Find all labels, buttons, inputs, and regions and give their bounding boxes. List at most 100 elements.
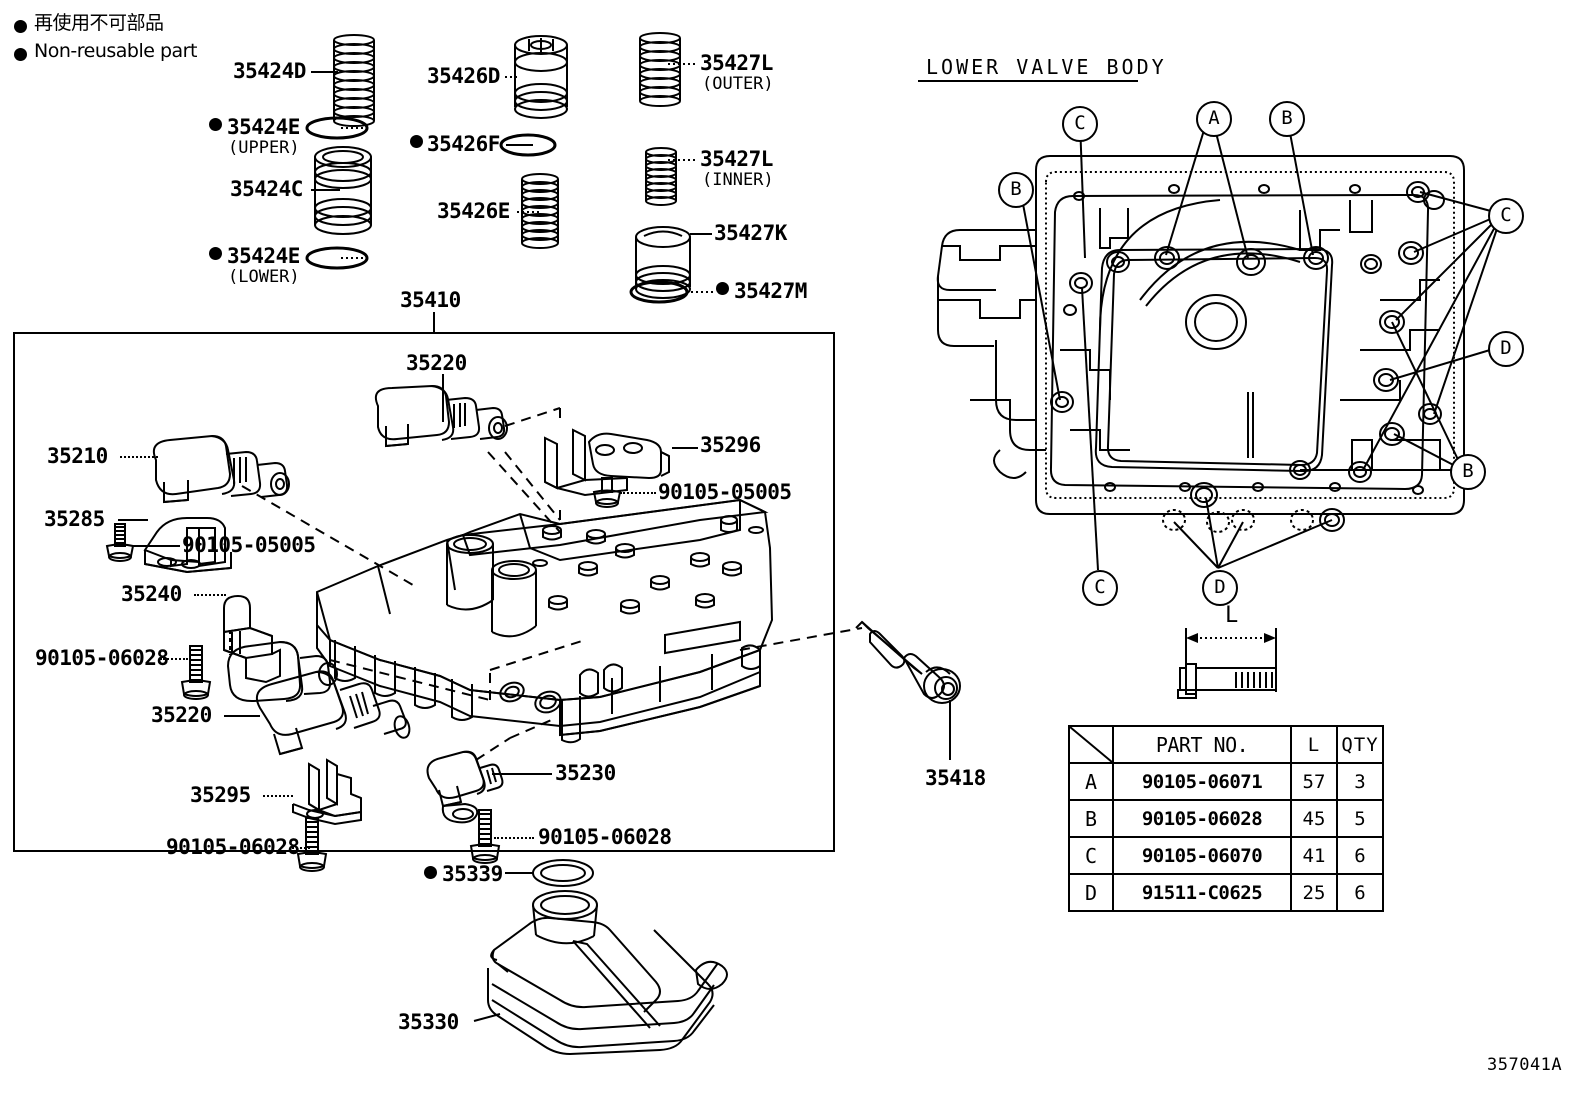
part-label-35427L-outer[interactable]: 35427L (700, 51, 773, 75)
table-cell-qty: 5 (1336, 799, 1384, 838)
leader-90105-06028-1 (160, 658, 188, 660)
spring-35426E (521, 173, 559, 249)
leader-90105-06028-2 (292, 847, 310, 849)
part-label-35426E[interactable]: 35426E (437, 199, 510, 223)
table-cell-l: 41 (1290, 836, 1338, 875)
nonreusable-dot-35424E-upper (209, 118, 222, 131)
part-label-35424E-upper[interactable]: 35424E (227, 115, 300, 139)
part-label-90105-06028-1[interactable]: 90105-06028 (35, 646, 169, 670)
table-row[interactable]: D 91511-C0625 25 6 (1068, 873, 1384, 912)
callout-D-bottom[interactable]: D (1202, 570, 1238, 606)
spring-35424D (333, 34, 375, 127)
part-label-35424D[interactable]: 35424D (233, 59, 306, 83)
part-label-35427M[interactable]: 35427M (734, 279, 807, 303)
valve-35426D (514, 35, 568, 119)
table-header-qty: QTY (1336, 725, 1384, 764)
bolt-dimension-drawing (1177, 628, 1277, 699)
spring-35427L-outer (639, 32, 681, 107)
table-cell-key: A (1068, 762, 1114, 801)
table-cell-part-no: 91511-C0625 (1112, 873, 1292, 912)
part-label-35424E-lower[interactable]: 35424E (227, 244, 300, 268)
table-cell-part-no: 90105-06028 (1112, 799, 1292, 838)
part-label-35418[interactable]: 35418 (925, 766, 986, 790)
nonreusable-dot-35427M (716, 282, 729, 295)
leader-90105-05005-left (132, 545, 180, 547)
table-row[interactable]: C 90105-06070 41 6 (1068, 836, 1384, 875)
bolt-length-label: L (1225, 603, 1238, 628)
part-label-35210[interactable]: 35210 (47, 444, 108, 468)
part-label-90105-06028-2[interactable]: 90105-06028 (166, 835, 300, 859)
nonreusable-dot-35424E-lower (209, 247, 222, 260)
leader-35285 (118, 519, 148, 521)
leader-35210 (120, 456, 158, 458)
part-label-35240[interactable]: 35240 (121, 582, 182, 606)
callout-B-top[interactable]: B (1269, 101, 1305, 137)
diagram-id: 357041A (1487, 1055, 1563, 1075)
leader-35220-bottom (224, 715, 260, 717)
oring-35424E-lower (305, 246, 369, 270)
sleeve-35424C (314, 146, 372, 235)
table-row[interactable]: A 90105-06071 57 3 (1068, 762, 1384, 801)
table-corner-cell (1068, 725, 1114, 764)
leader-35296 (672, 447, 698, 449)
callout-C-top-left[interactable]: C (1062, 106, 1098, 142)
callout-D-right[interactable]: D (1488, 331, 1524, 367)
callout-C-right[interactable]: C (1488, 198, 1524, 234)
part-sublabel-35424E-upper: (UPPER) (228, 138, 300, 158)
oring-35426F (499, 133, 557, 157)
part-label-35295[interactable]: 35295 (190, 783, 251, 807)
part-label-35424C[interactable]: 35424C (230, 177, 303, 201)
callout-B-left[interactable]: B (998, 172, 1034, 208)
parts-table: PART NO. L QTY A 90105-06071 57 3 B 9010… (1068, 725, 1384, 912)
nonreusable-marker-en (14, 48, 27, 61)
table-header-row: PART NO. L QTY (1068, 725, 1384, 764)
table-cell-l: 45 (1290, 799, 1338, 838)
table-header-part-no: PART NO. (1112, 725, 1292, 764)
nonreusable-marker-jp (14, 20, 27, 33)
leader-90105-05005-right (620, 492, 656, 494)
table-cell-l: 25 (1290, 873, 1338, 912)
table-cell-part-no: 90105-06071 (1112, 762, 1292, 801)
callout-B-lower-right[interactable]: B (1450, 454, 1486, 490)
leader-35220-top (442, 374, 444, 422)
legend-japanese: 再使用不可部品 (34, 12, 164, 34)
part-sublabel-35424E-lower: (LOWER) (228, 267, 300, 287)
part-label-35426F[interactable]: 35426F (427, 132, 500, 156)
part-label-35427L-inner[interactable]: 35427L (700, 147, 773, 171)
group-box-35410 (13, 332, 835, 852)
table-cell-qty: 6 (1336, 836, 1384, 875)
part-label-35427K[interactable]: 35427K (714, 221, 787, 245)
table-cell-l: 57 (1290, 762, 1338, 801)
table-cell-key: C (1068, 836, 1114, 875)
oring-35427M (629, 280, 689, 304)
part-label-35410[interactable]: 35410 (400, 288, 461, 312)
leader-90105-06028-3 (494, 837, 534, 839)
leader-35240 (194, 594, 226, 596)
lower-valve-body-art (936, 155, 1465, 533)
table-row[interactable]: B 90105-06028 45 5 (1068, 799, 1384, 838)
sleeve-35427K (635, 226, 691, 299)
part-sublabel-35427L-inner: (INNER) (702, 170, 774, 190)
table-cell-qty: 6 (1336, 873, 1384, 912)
part-label-35220-bottom[interactable]: 35220 (151, 703, 212, 727)
part-label-35339[interactable]: 35339 (442, 862, 503, 886)
spring-35427L-inner (645, 147, 677, 206)
part-label-35285[interactable]: 35285 (44, 507, 105, 531)
part-label-35330[interactable]: 35330 (398, 1010, 459, 1034)
part-label-35230[interactable]: 35230 (555, 761, 616, 785)
part-label-35296[interactable]: 35296 (700, 433, 761, 457)
callout-A-top[interactable]: A (1196, 101, 1232, 137)
part-label-90105-05005-left[interactable]: 90105-05005 (182, 533, 316, 557)
part-label-35220-top[interactable]: 35220 (406, 351, 467, 375)
leader-35230 (492, 773, 552, 775)
nonreusable-dot-35339 (424, 866, 437, 879)
part-label-35426D[interactable]: 35426D (427, 64, 500, 88)
lower-valve-body-title-underline (918, 80, 1138, 82)
callout-C-bottom[interactable]: C (1082, 570, 1118, 606)
lower-valve-body-title: LOWER VALVE BODY (926, 55, 1167, 79)
plug-35418 (855, 620, 961, 704)
part-label-90105-06028-3[interactable]: 90105-06028 (538, 825, 672, 849)
table-header-l: L (1290, 725, 1338, 764)
part-label-90105-05005-right[interactable]: 90105-05005 (658, 480, 792, 504)
